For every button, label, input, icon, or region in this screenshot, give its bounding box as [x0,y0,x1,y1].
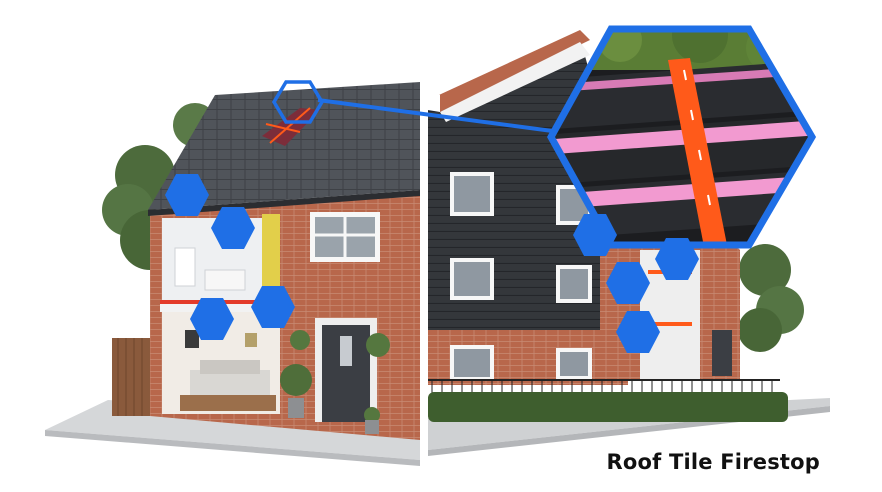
blue-hexagon-marker-icon [165,174,209,216]
blue-hexagon-marker-icon [251,286,295,328]
left-house [112,82,420,440]
source-hexagon-marker [271,80,325,124]
split-divider [421,80,427,470]
caption-title: Roof Tile Firestop [606,450,820,474]
blue-hexagon-marker-icon [655,238,699,280]
blue-hexagon-marker-icon [606,262,650,304]
blue-hexagon-marker-icon [616,311,660,353]
hexagon-markers [165,174,699,353]
callout-connector-line [317,98,561,134]
blue-hexagon-marker-icon [211,207,255,249]
blue-hexagon-marker-icon [573,214,617,256]
blue-hexagon-marker-icon [190,298,234,340]
